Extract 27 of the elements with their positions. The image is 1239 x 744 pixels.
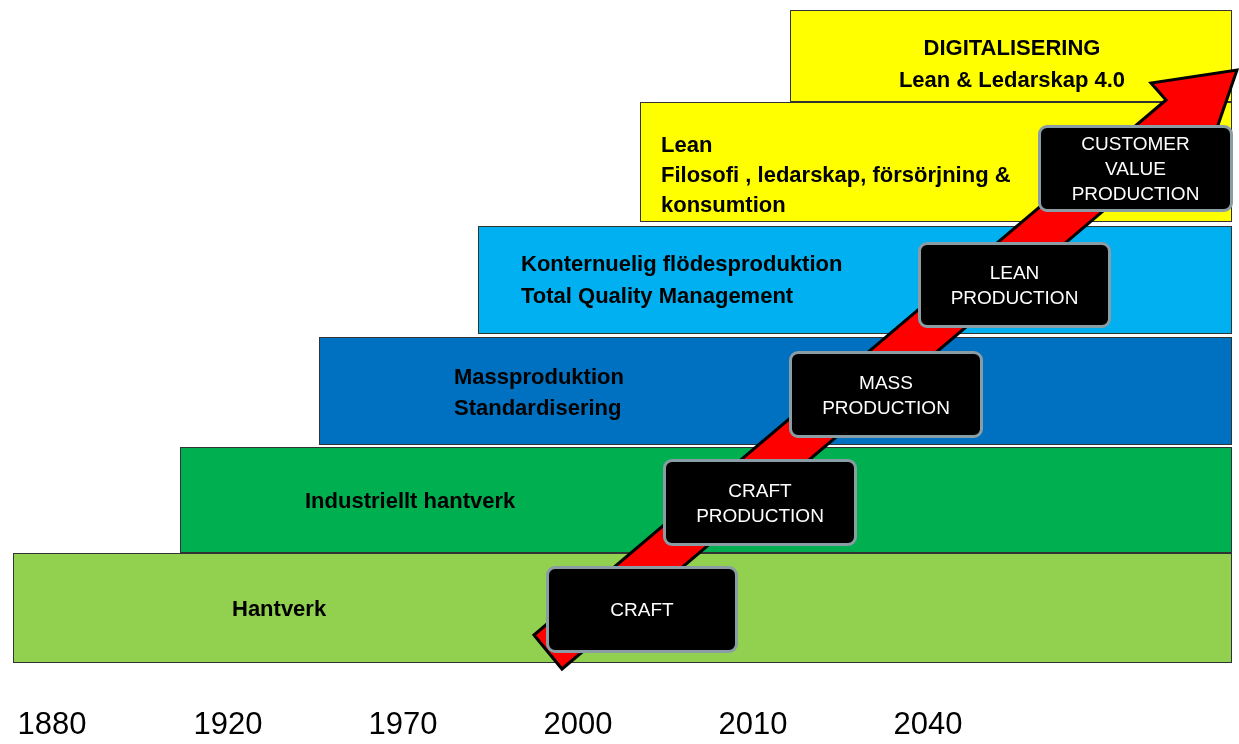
stage-box: CUSTOMER VALUE PRODUCTION [1038, 125, 1233, 212]
band-text: Filosofi , ledarskap, försörjning & konsumtion [661, 161, 1012, 219]
year-label: 1880 [16, 706, 88, 742]
band-heading: Konternuelig flödesproduktion [521, 250, 844, 278]
band-heading: Massproduktion [454, 363, 625, 391]
band-heading: DIGITALISERING [922, 34, 1102, 62]
stage-box: CRAFT [546, 566, 738, 653]
year-label: 1920 [192, 706, 264, 742]
band-heading: Hantverk [232, 595, 328, 623]
stage-box: LEAN PRODUCTION [918, 242, 1111, 328]
era-band [790, 10, 1232, 102]
era-band [13, 553, 1232, 663]
band-text: Standardisering [454, 394, 623, 422]
year-label: 2000 [542, 706, 614, 742]
band-heading: Lean [661, 131, 714, 159]
year-label: 1970 [367, 706, 439, 742]
band-heading: Industriellt hantverk [305, 487, 517, 515]
band-text: Lean & Ledarskap 4.0 [897, 66, 1127, 94]
stage-box: MASS PRODUCTION [789, 351, 983, 438]
year-label: 2010 [717, 706, 789, 742]
era-band [180, 447, 1232, 553]
era-band [319, 337, 1232, 445]
year-label: 2040 [892, 706, 964, 742]
stage-box: CRAFT PRODUCTION [663, 459, 857, 546]
era-band [478, 226, 1232, 334]
band-text: Total Quality Management [521, 282, 795, 310]
era-band [640, 102, 1232, 222]
